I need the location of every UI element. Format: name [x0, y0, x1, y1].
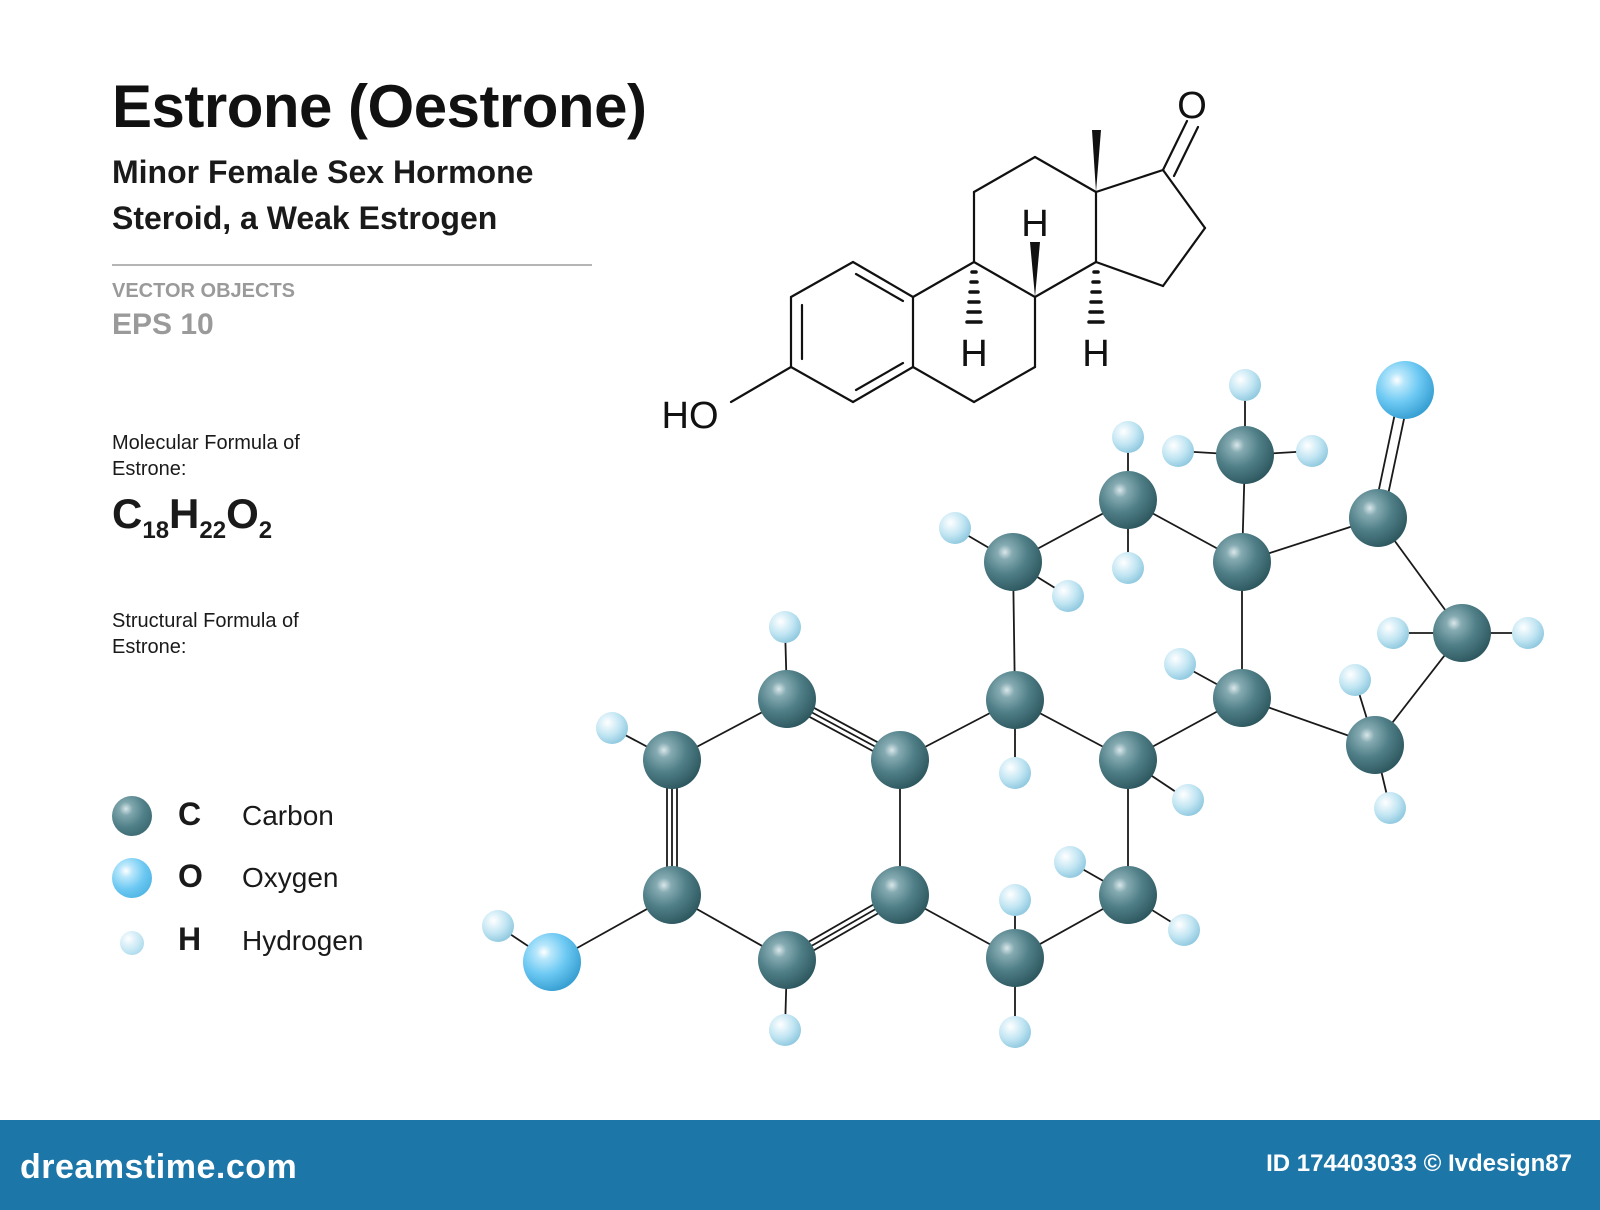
carbon-atom: [643, 731, 701, 789]
hydrogen-ball-icon: [120, 931, 144, 955]
legend-item-oxygen: O Oxygen: [112, 856, 412, 904]
molecular-formula: C18H22O2: [112, 490, 272, 545]
carbon-ball-icon: [112, 796, 152, 836]
h-label-8: H: [1021, 203, 1048, 245]
carbon-atom: [1213, 533, 1271, 591]
carbon-atom: [1349, 489, 1407, 547]
hydrogen-atom: [1339, 664, 1371, 696]
molecular-formula-label: Molecular Formula of Estrone:: [112, 432, 300, 480]
skeletal-bonds: [729, 119, 1207, 404]
hydrogen-atom: [1052, 580, 1084, 612]
formula-symbol-c: C: [112, 490, 143, 537]
legend-item-carbon: C Carbon: [112, 794, 412, 842]
carbon-atom: [1346, 716, 1404, 774]
carbon-atom: [871, 731, 929, 789]
hydrogen-atom: [1296, 435, 1328, 467]
hydrogen-atom: [999, 1016, 1031, 1048]
carbon-atom: [871, 866, 929, 924]
hydrogen-atom: [1168, 914, 1200, 946]
hashed-wedge-9: [965, 270, 983, 324]
hydrogen-atom: [1112, 552, 1144, 584]
hydrogen-atom: [999, 757, 1031, 789]
formula-count-c: 18: [142, 517, 170, 544]
site-logo: dreamstime.com: [20, 1148, 298, 1186]
carbon-atom: [986, 929, 1044, 987]
ball-and-stick-model: [482, 361, 1544, 1048]
skeletal-formula: [729, 119, 1207, 404]
h-label-14: H: [1082, 333, 1109, 375]
footer-bar: dreamstime.com ID 174403033 © Ivdesign87: [0, 1120, 1600, 1210]
hydrogen-atoms: [482, 369, 1544, 1048]
estrone-structure: O HO H H H: [482, 85, 1544, 1048]
carbon-atom: [1099, 731, 1157, 789]
hydrogen-atom: [482, 910, 514, 942]
carbon-atom: [758, 931, 816, 989]
h-wedge-8: [1030, 242, 1040, 297]
oxygen-atom: [1376, 361, 1434, 419]
legend-name: Hydrogen: [242, 925, 364, 956]
carbon-atom: [986, 671, 1044, 729]
page-title: Estrone (Oestrone): [112, 73, 647, 140]
subtitle-line-1: Minor Female Sex Hormone: [112, 154, 534, 190]
hashed-wedge-14: [1087, 270, 1105, 324]
carbon-atom: [1213, 669, 1271, 727]
carbon-atom: [1433, 604, 1491, 662]
methyl-wedge: [1092, 130, 1101, 192]
carbon-atom: [643, 866, 701, 924]
legend-name: Oxygen: [242, 862, 339, 893]
hydrogen-atom: [999, 884, 1031, 916]
hydrogen-atom: [1377, 617, 1409, 649]
hydrogen-atom: [1112, 421, 1144, 453]
legend-item-hydrogen: H Hydrogen: [112, 919, 412, 967]
legend-name: Carbon: [242, 800, 334, 831]
hydrogen-atom: [1054, 846, 1086, 878]
carbon-atom: [984, 533, 1042, 591]
formula-symbol-h: H: [169, 490, 200, 537]
carbon-atom: [1099, 866, 1157, 924]
hydrogen-atom: [596, 712, 628, 744]
subtitle-line-2: Steroid, a Weak Estrogen: [112, 200, 498, 236]
eps-label: EPS 10: [112, 308, 214, 341]
divider: [112, 264, 592, 266]
oxygen-atom: [523, 933, 581, 991]
vector-objects-label: VECTOR OBJECTS: [112, 280, 295, 302]
formula-count-o: 2: [258, 517, 273, 544]
heavy-atoms: [523, 361, 1491, 991]
hydrogen-atom: [1164, 648, 1196, 680]
hydrogen-atom: [1374, 792, 1406, 824]
legend-symbol: C: [178, 796, 202, 832]
hydrogen-atom: [939, 512, 971, 544]
carbon-atom: [758, 670, 816, 728]
h-label-9: H: [960, 333, 987, 375]
hydrogen-atom: [1512, 617, 1544, 649]
structural-formula-label: Structural Formula of Estrone:: [112, 610, 299, 658]
hydroxyl-label: HO: [662, 395, 719, 437]
hydrogen-atom: [1229, 369, 1261, 401]
hydrogen-atom: [1162, 435, 1194, 467]
carbon-atom: [1099, 471, 1157, 529]
hydrogen-atom: [769, 611, 801, 643]
legend-symbol: H: [178, 921, 202, 957]
carbon-atom: [1216, 426, 1274, 484]
image-credit: ID 174403033 © Ivdesign87: [1266, 1150, 1572, 1177]
formula-count-h: 22: [199, 517, 227, 544]
ketone-o-label: O: [1177, 85, 1207, 127]
hydrogen-atom: [769, 1014, 801, 1046]
hydrogen-atom: [1172, 784, 1204, 816]
oxygen-ball-icon: [112, 858, 152, 898]
legend-symbol: O: [178, 858, 203, 894]
skeletal-atom-labels: O HO H H H: [662, 85, 1207, 437]
formula-symbol-o: O: [226, 490, 259, 537]
